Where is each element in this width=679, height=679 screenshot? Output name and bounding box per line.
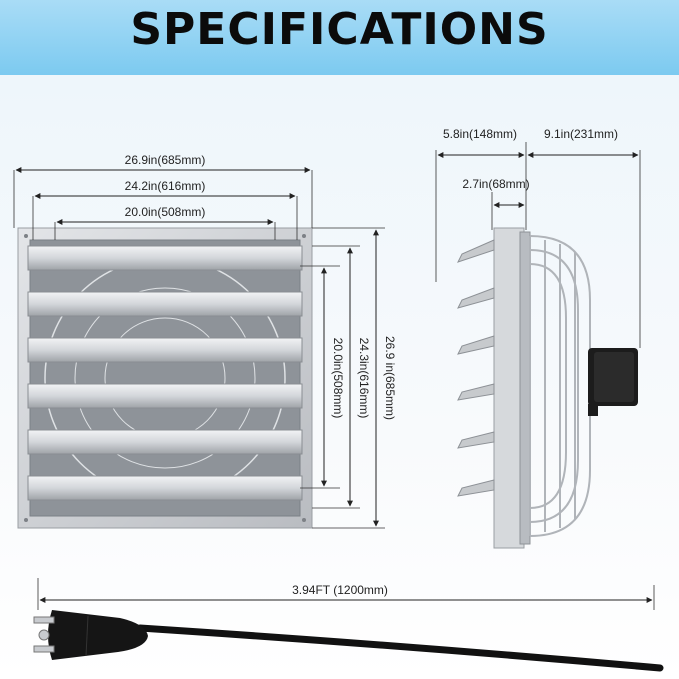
page-title: SPECIFICATIONS xyxy=(130,4,549,55)
depth-back-label: 9.1in(231mm) xyxy=(544,127,618,141)
height-outer-label: 26.9 in(685mm) xyxy=(383,336,397,420)
cord-length-dimension xyxy=(37,578,655,610)
fan-guard-cage xyxy=(529,235,591,537)
width-outer-label: 26.9in(685mm) xyxy=(125,153,206,167)
height-middle-label: 24.3in(616mm) xyxy=(357,338,371,419)
cord-length-label: 3.94FT (1200mm) xyxy=(292,583,388,597)
width-inner-label: 20.0in(508mm) xyxy=(125,205,206,219)
front-louvers xyxy=(27,245,303,501)
side-view-fan xyxy=(457,227,638,549)
side-depth-dimensions xyxy=(435,142,641,348)
header-banner xyxy=(0,0,679,75)
depth-front-label: 5.8in(148mm) xyxy=(443,127,517,141)
front-height-dimensions xyxy=(300,227,385,529)
front-view-fan xyxy=(17,227,313,529)
side-louvers xyxy=(457,239,495,497)
depth-louver-label: 2.7in(68mm) xyxy=(462,177,529,191)
width-middle-label: 24.2in(616mm) xyxy=(125,179,206,193)
front-width-dimensions xyxy=(13,167,313,240)
height-inner-label: 20.0in(508mm) xyxy=(331,338,345,419)
power-plug-and-cord xyxy=(33,610,664,672)
